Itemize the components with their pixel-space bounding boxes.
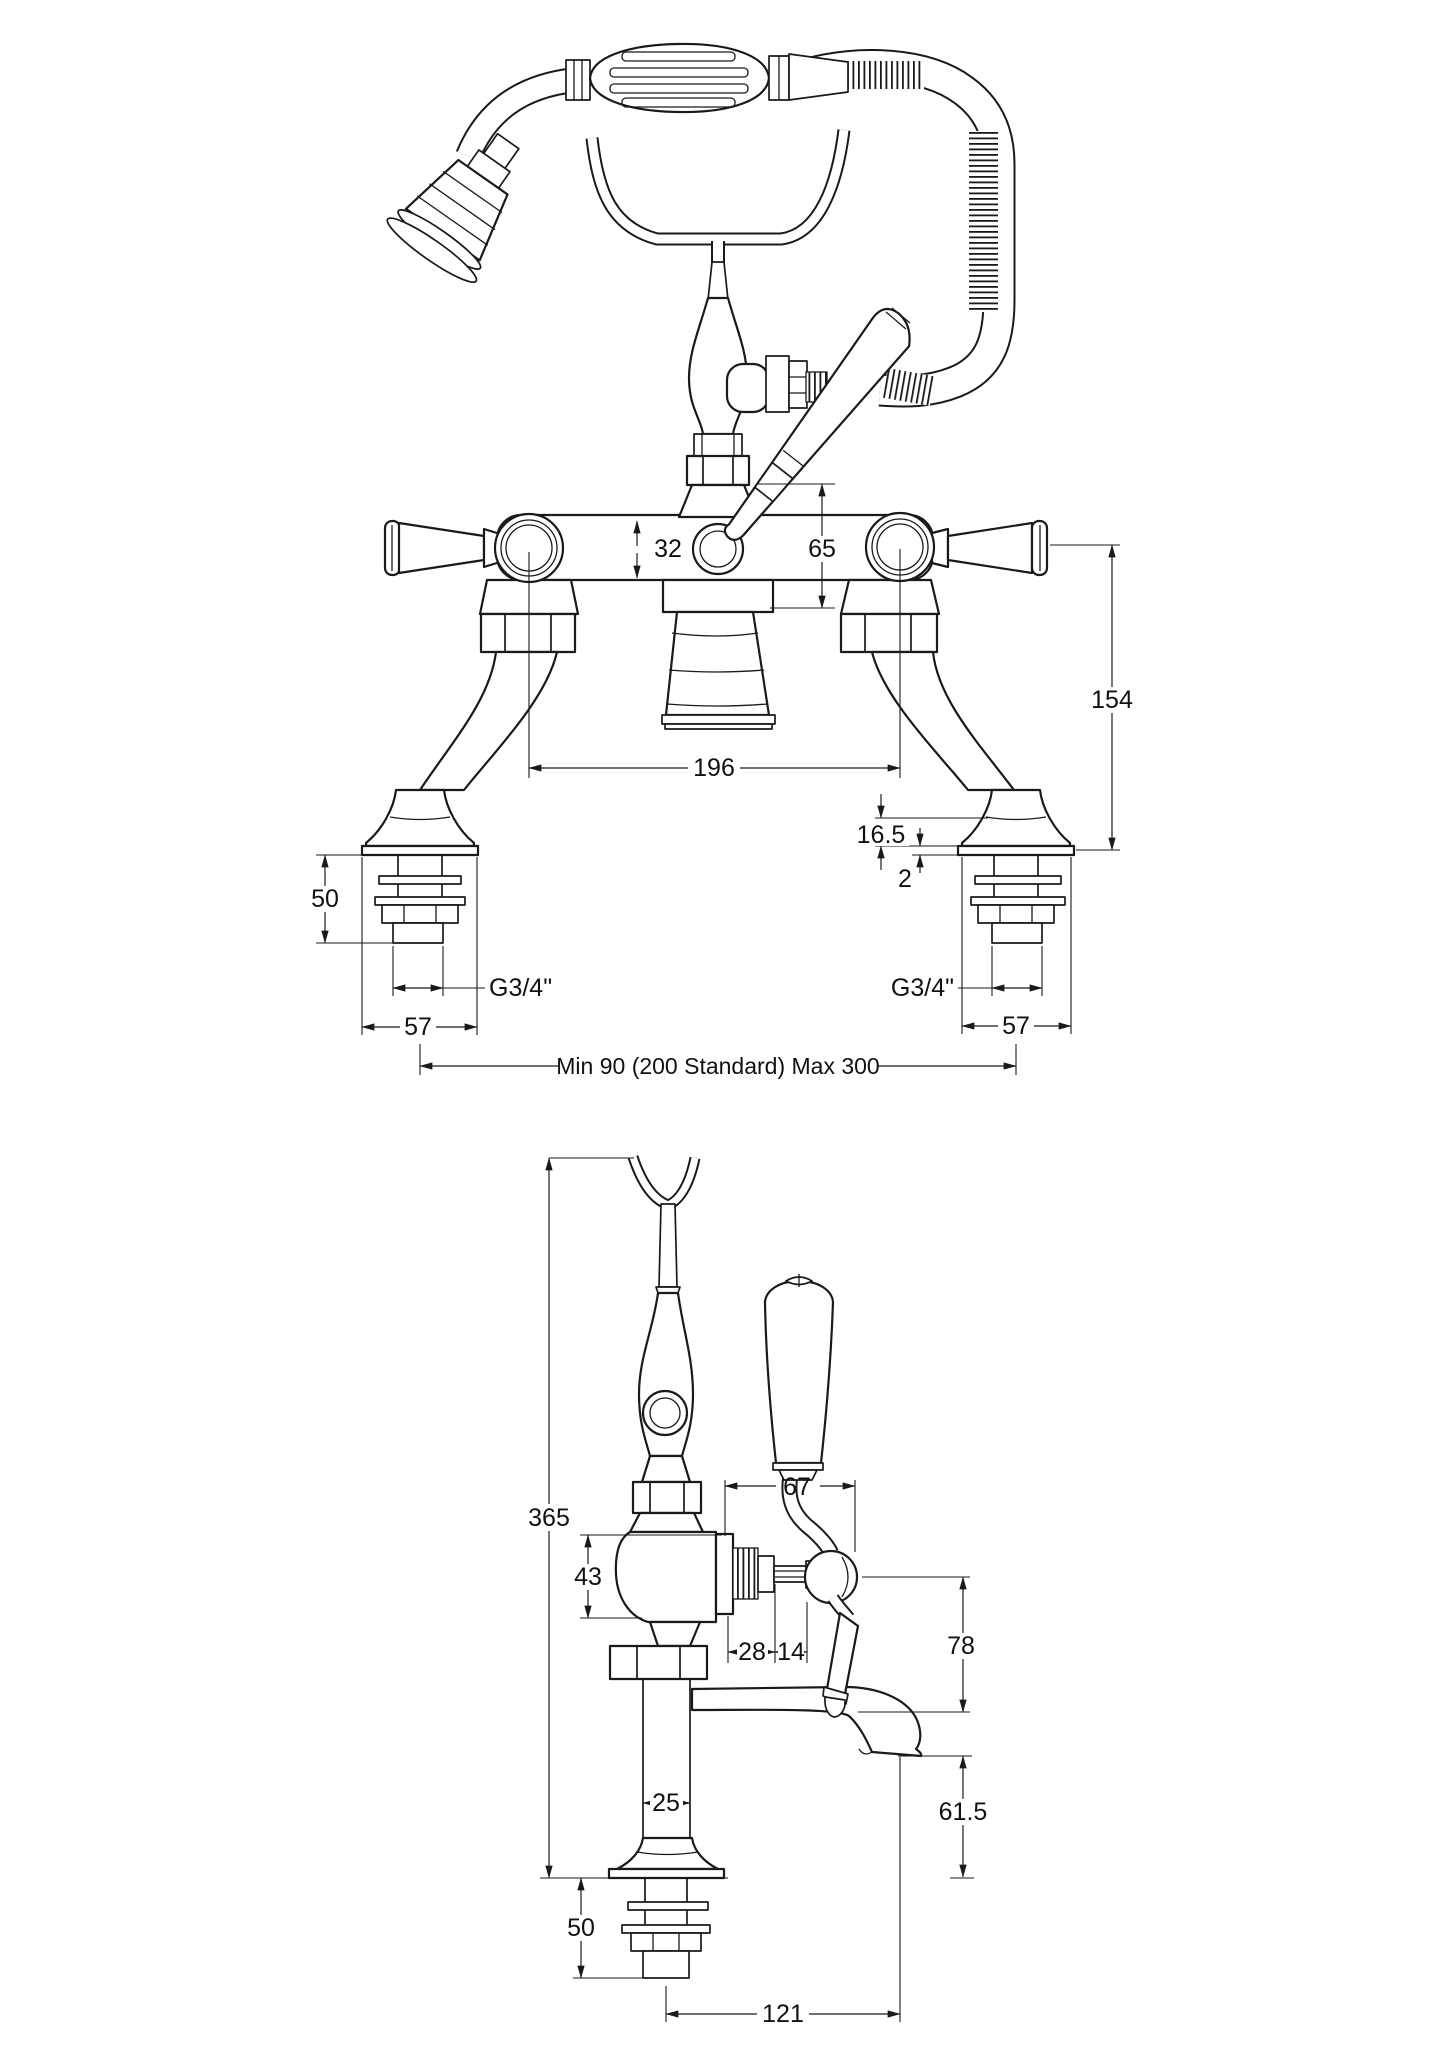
side-front-lever [822,1594,860,1718]
dimension-14: 14 [774,1602,808,1666]
dim-43-label: 43 [574,1563,602,1591]
hose-rib-section [882,368,936,406]
side-lever-handle [763,1274,859,1605]
side-cradle-fork [627,1155,701,1294]
shower-hose [803,49,1016,408]
valve-faces [493,511,936,584]
side-valve-body [608,1530,735,1838]
side-spindle [628,1291,705,1534]
front-view: 32 65 154 196 16. [307,42,1138,1079]
dim-57-right-label: 57 [1002,1012,1030,1040]
dimension-43: 43 [570,1534,722,1619]
dimension-16-5: 16.5 [853,794,988,870]
dimension-50-side: 50 [563,1877,646,1979]
diverter-lever [723,307,911,541]
dim-25-label: 25 [652,1789,680,1817]
dim-thread-right-label: G3/4" [891,974,954,1002]
hose-elbow [725,355,828,414]
handset-neck [455,67,577,162]
left-foot-shank [374,855,466,944]
dimension-57-right: 57 [961,857,1072,1040]
dimension-196: 196 [528,549,901,782]
left-lever-handle [383,519,502,577]
dim-78-label: 78 [947,1632,975,1660]
side-spout [690,1685,923,1758]
dimension-121: 121 [665,1757,901,2028]
left-leg [360,650,559,857]
dim-2-label: 2 [898,865,912,893]
dim-61-5-label: 61.5 [939,1798,988,1826]
dimension-thread-left: G3/4" [392,946,552,1002]
dim-57-left-label: 57 [404,1013,432,1041]
dimension-154: 154 [1050,544,1138,851]
dimension-adjustable-centres: Min 90 (200 Standard) Max 300 [419,1044,1017,1079]
shower-handset-head [386,132,520,284]
side-cartridge [732,1547,814,1600]
handset-grip [565,42,849,114]
dim-adjustable-centres-label: Min 90 (200 Standard) Max 300 [556,1053,879,1079]
dimension-32: 32 [633,520,682,579]
dimension-thread-right: G3/4" [891,946,1043,1002]
dimension-25: 25 [642,1789,691,1817]
dim-16-5-label: 16.5 [857,821,906,849]
handset-cradle [585,129,851,301]
side-view: 365 43 67 28 14 [521,1155,992,2028]
dim-154-label: 154 [1091,686,1133,714]
outlet-bell [664,610,771,717]
dimension-50-front: 50 [307,854,396,944]
dimension-67: 67 [724,1473,856,1552]
dim-32-label: 32 [654,535,682,563]
right-leg [870,650,1076,857]
dimension-57-left: 57 [361,857,478,1041]
hose-rib-section [969,131,998,312]
dim-50-side-label: 50 [567,1914,595,1942]
dim-28-label: 28 [738,1638,766,1666]
hose-rib-section [848,61,924,89]
side-foot [607,1836,726,1979]
dim-65-label: 65 [808,535,836,563]
dim-196-label: 196 [693,754,735,782]
dim-14-label: 14 [777,1638,805,1666]
dimension-65: 65 [757,483,840,609]
dimension-365: 365 [521,1157,728,1879]
dimension-28: 28 [727,1584,776,1666]
dim-thread-left-label: G3/4" [489,974,552,1002]
dim-365-label: 365 [528,1504,570,1532]
dim-50-front-label: 50 [311,885,339,913]
dim-67-label: 67 [783,1473,811,1501]
dimension-2: 2 [898,828,958,893]
dimension-78: 78 [858,1576,979,1713]
right-lever-handle [930,519,1049,577]
dim-121-label: 121 [762,2000,804,2028]
right-foot-shank [970,855,1066,944]
dimension-61-5: 61.5 [898,1755,992,1879]
